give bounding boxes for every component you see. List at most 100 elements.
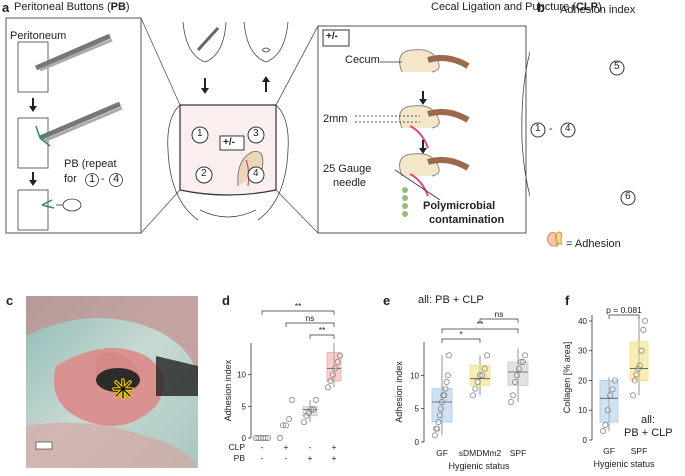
- data-point: [442, 385, 449, 392]
- data-point: [633, 371, 640, 378]
- row-sign: -: [261, 453, 264, 463]
- pb-range-end: 4: [113, 173, 120, 185]
- gap-label: 2mm: [323, 113, 348, 125]
- pb-range-dash: -: [101, 173, 105, 185]
- data-point: [286, 416, 292, 422]
- data-point: [446, 352, 452, 359]
- panel-c-letter: c: [6, 293, 14, 308]
- data-point: [512, 379, 518, 385]
- row-label: PB: [234, 453, 246, 463]
- significance-bracket: [285, 322, 335, 327]
- x-tick-label: GF: [603, 446, 615, 456]
- data-point: [280, 422, 286, 429]
- significance-label: p = 0.081: [606, 305, 642, 315]
- data-point: [630, 392, 636, 399]
- y-tick-label: 10: [410, 371, 419, 380]
- box: [431, 388, 453, 423]
- data-point: [522, 352, 528, 359]
- x-tick-label: SPF: [631, 446, 648, 456]
- data-point: [441, 392, 448, 399]
- row-sign: +: [332, 442, 337, 452]
- panel-a-illustration: [5, 17, 530, 234]
- site-6: 6: [625, 191, 631, 202]
- site-4: 4: [253, 168, 259, 179]
- f-note-line1: all:: [641, 414, 656, 426]
- plusminus-label-clp: +/-: [326, 31, 338, 42]
- significance-bracket: [479, 318, 519, 323]
- y-tick-label: 40: [578, 317, 587, 326]
- peritoneum-label: Peritoneum: [10, 30, 67, 42]
- significance-bracket: [441, 328, 519, 333]
- data-point: [638, 347, 645, 354]
- data-point: [636, 362, 643, 369]
- row-label: CLP: [228, 442, 245, 452]
- significance-label: **: [295, 301, 302, 311]
- data-point: [474, 379, 481, 385]
- y-tick-label: 0: [583, 436, 588, 445]
- significance-label: **: [477, 319, 484, 329]
- needle-line1: 25 Gauge: [323, 163, 372, 175]
- adhesion-index-title: Adhesion index: [560, 4, 636, 16]
- contam-line1: Polymicrobial: [423, 200, 496, 212]
- row-sign: +: [332, 453, 337, 463]
- data-point: [337, 352, 343, 359]
- needle-line2: needle: [333, 177, 367, 189]
- data-point: [436, 412, 443, 419]
- row-sign: +: [284, 442, 289, 452]
- row-sign: -: [261, 442, 264, 452]
- significance-label: *: [459, 329, 463, 339]
- y-tick-label: 10: [237, 371, 246, 380]
- data-point: [310, 406, 317, 413]
- pb-repeat-line1: PB (repeat: [64, 158, 117, 170]
- y-axis-label: Collagen [% area]: [562, 342, 572, 414]
- b-range-dash: -: [549, 123, 553, 135]
- data-point: [277, 435, 283, 441]
- significance-label: **: [319, 325, 326, 335]
- f-note-line2: PB + CLP: [624, 427, 673, 439]
- contam-line2: contamination: [429, 214, 505, 226]
- data-point: [470, 392, 476, 399]
- y-tick-label: 0: [415, 438, 420, 447]
- b-range-end: 4: [565, 123, 571, 134]
- significance-label: ns: [495, 309, 504, 319]
- panel-c-photo: [26, 296, 198, 468]
- data-point: [313, 397, 319, 403]
- box: [629, 341, 649, 381]
- data-point: [510, 392, 516, 399]
- data-point: [640, 326, 647, 333]
- data-point: [325, 384, 331, 391]
- data-point: [439, 399, 445, 405]
- panel-e-letter: e: [383, 293, 391, 308]
- data-point: [520, 359, 526, 365]
- pb-repeat-line2: for: [64, 173, 77, 185]
- data-point: [332, 365, 339, 372]
- y-tick-label: 20: [578, 376, 587, 385]
- b-range-start: 1: [535, 123, 541, 134]
- significance-bracket: [441, 338, 481, 343]
- x-tick-label: GF: [436, 448, 448, 458]
- data-point: [508, 399, 514, 405]
- data-point: [604, 407, 611, 414]
- clp-title: Cecal Ligation and Puncture (CLP): [431, 1, 602, 13]
- data-point: [327, 378, 334, 384]
- data-point: [600, 428, 606, 435]
- row-sign: -: [309, 442, 312, 452]
- y-tick-label: 30: [578, 347, 587, 356]
- data-point: [432, 432, 438, 439]
- data-point: [444, 372, 451, 379]
- y-tick-label: 5: [415, 405, 420, 414]
- significance-bracket: [261, 310, 335, 315]
- x-axis-label: Hygienic status: [448, 461, 510, 471]
- data-point: [283, 422, 289, 429]
- significance-bracket: [309, 334, 335, 339]
- panel-d-letter: d: [222, 293, 230, 308]
- data-point: [301, 419, 307, 426]
- pb-range-start: 1: [89, 173, 96, 185]
- data-point: [514, 372, 520, 379]
- site-1: 1: [197, 128, 203, 139]
- row-sign: +: [308, 453, 313, 463]
- plusminus-label-body: +/-: [223, 137, 235, 148]
- y-tick-label: 0: [242, 434, 247, 443]
